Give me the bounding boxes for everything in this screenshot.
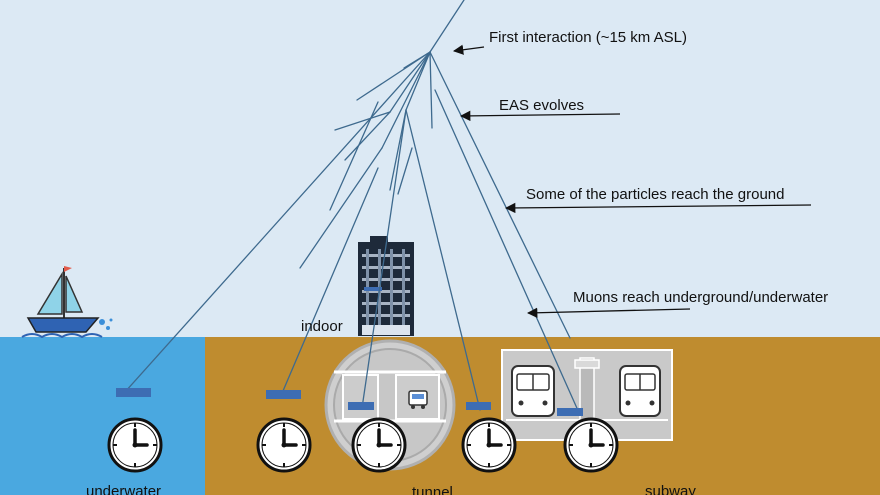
clock-icon	[107, 417, 163, 473]
water	[0, 337, 205, 495]
label-particles-reach-ground: Some of the particles reach the ground	[526, 186, 785, 203]
building-icon	[358, 236, 414, 336]
sky	[0, 0, 880, 337]
subway-structure	[501, 349, 673, 441]
clock-icon	[256, 417, 312, 473]
arrow-icon	[504, 202, 812, 214]
detector-ground	[466, 402, 491, 410]
label-subway: subway	[645, 483, 696, 495]
arrow-icon	[526, 307, 691, 318]
sailboat-icon	[21, 266, 113, 339]
label-first-interaction: First interaction (~15 km ASL)	[489, 29, 687, 46]
label-muons-reach-underground: Muons reach underground/underwater	[573, 289, 828, 306]
air-shower	[124, 0, 581, 416]
detector-indoor-ground	[266, 390, 301, 399]
label-eas-evolves: EAS evolves	[499, 97, 584, 114]
detector-subway	[557, 408, 583, 416]
truck-icon	[408, 390, 428, 409]
label-tunnel: tunnel	[412, 484, 453, 495]
label-indoor: indoor	[301, 318, 343, 335]
clock-icon	[351, 417, 407, 473]
arrow-icon	[452, 44, 485, 55]
train-icon	[511, 365, 555, 417]
detector-tunnel	[348, 402, 374, 410]
detector-underwater	[116, 388, 151, 397]
arrow-icon	[459, 110, 621, 122]
detectors	[116, 388, 583, 416]
clock-icon	[461, 417, 517, 473]
train-icon	[619, 365, 661, 417]
label-underwater: underwater	[86, 483, 161, 495]
clock-icon	[563, 417, 619, 473]
